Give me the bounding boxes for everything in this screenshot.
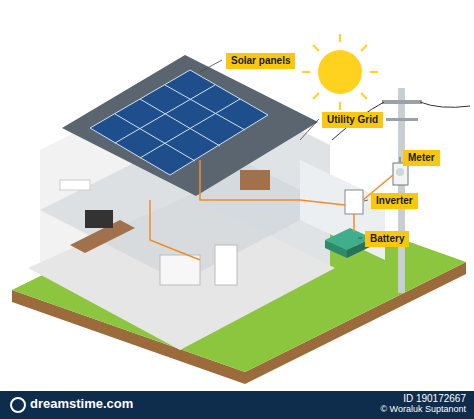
callout-text: Utility Grid [327,114,378,126]
kitchen [160,255,200,285]
callout-text: Meter [408,152,435,164]
meter-box [393,163,408,185]
sun [302,34,378,110]
callout-text: Solar panels [231,55,290,67]
wiring [150,160,393,260]
tv [85,210,113,228]
callout-label: Battery [365,231,409,247]
solar-panel-array [90,70,268,175]
battery-side [325,240,347,258]
footer-bar [0,391,474,419]
logo-mark [11,398,25,412]
desk [240,170,270,190]
watermark: dreamstime.com [30,397,133,411]
aircon [60,180,90,190]
callout-text: Inverter [376,195,413,207]
callout-text: Battery [370,233,404,245]
leader-lines [200,60,400,238]
inverter-box [345,190,363,214]
callout-label: Meter [403,150,440,166]
callout-label: Inverter [371,193,418,209]
callout-label: Solar panels [226,53,295,69]
credit-text: © Woraluk Suptanont [380,405,466,415]
roof [62,55,318,196]
callout-label: Utility Grid [322,112,383,128]
credit-text: ID 190172667 [403,393,466,404]
fridge [215,245,237,285]
